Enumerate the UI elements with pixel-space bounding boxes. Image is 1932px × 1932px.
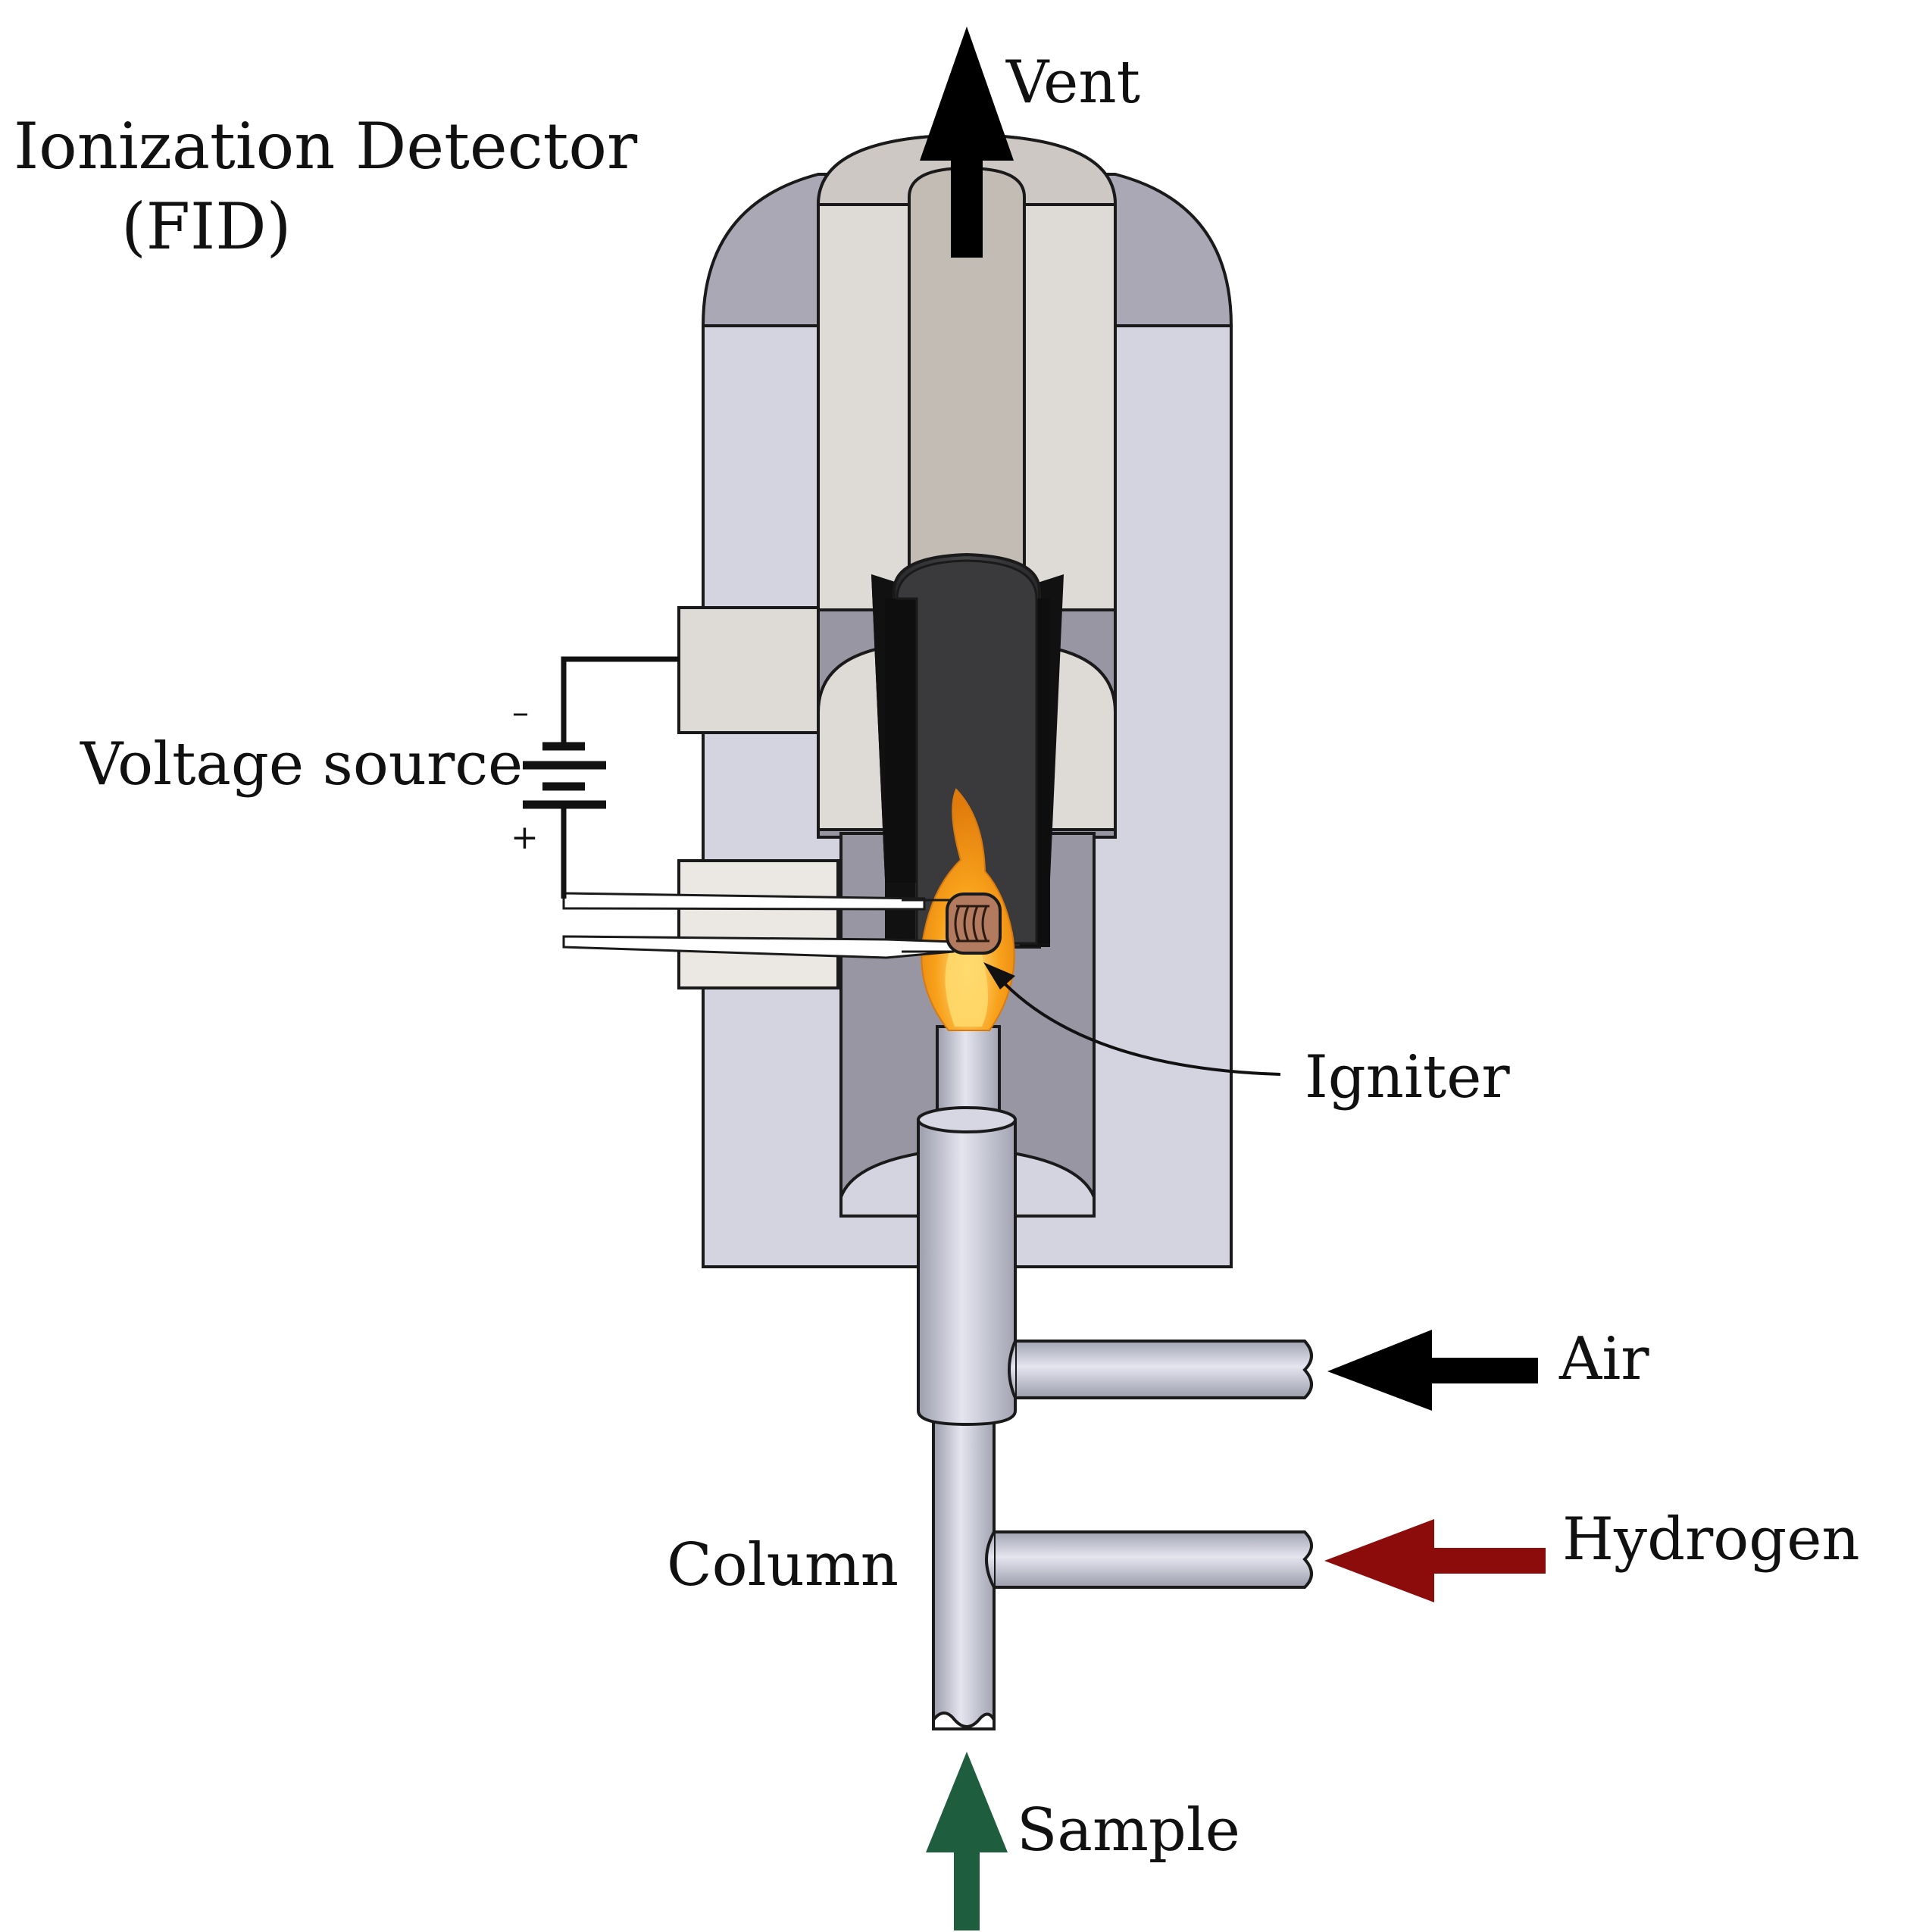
hydrogen-label: Hydrogen <box>1562 1505 1860 1574</box>
sample-arrow <box>926 1752 1008 1930</box>
upper-feedthrough <box>677 606 820 734</box>
column-assembly <box>917 1106 1017 1730</box>
plus-sign: + <box>511 818 539 857</box>
hydrogen-inlet-pipe <box>985 1530 1313 1589</box>
lower-feedthrough <box>677 859 839 989</box>
coil-icon <box>946 893 1002 955</box>
chimney-insulator <box>816 133 1118 615</box>
air-arrow <box>1327 1330 1538 1411</box>
air-inlet-pipe <box>1008 1340 1313 1399</box>
collector-electrode <box>871 552 1064 949</box>
air-label: Air <box>1558 1325 1649 1393</box>
igniter-leads <box>562 892 955 959</box>
minus-sign: – <box>512 693 529 732</box>
tee-fitting <box>917 1108 1017 1427</box>
battery-icon <box>523 742 606 809</box>
igniter-pointer <box>983 962 1281 1076</box>
sample-label: Sample <box>1017 1796 1240 1865</box>
column-label: Column <box>667 1531 899 1599</box>
vent-arrow <box>920 27 1014 258</box>
igniter-label: Igniter <box>1305 1043 1510 1111</box>
vent-label: Vent <box>1005 48 1140 117</box>
title-line1: Ionization Detector <box>14 109 638 183</box>
hydrogen-arrow <box>1324 1519 1546 1602</box>
voltage-source-label: Voltage source <box>80 730 523 799</box>
title-line2: (FID) <box>121 189 291 264</box>
voltage-circuit <box>523 656 679 899</box>
